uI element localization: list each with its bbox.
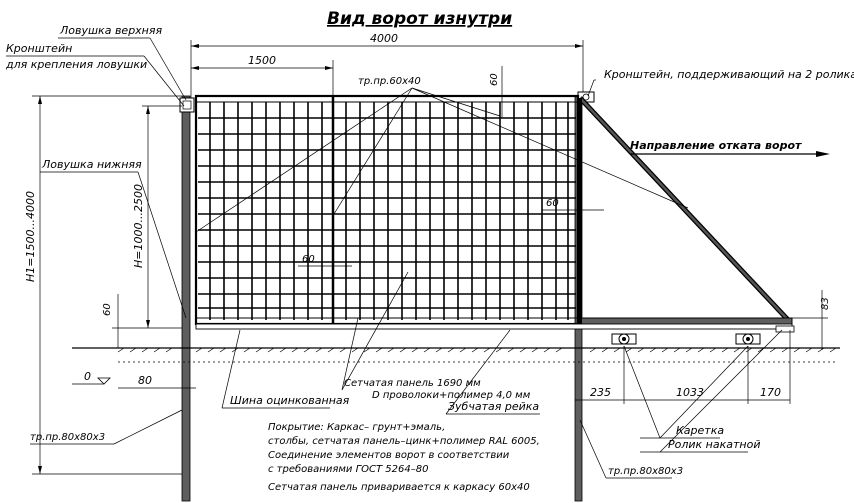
label-bracket-rollers: Кронштейн, поддерживающий на 2 ролика (604, 68, 854, 81)
note-line: столбы, сетчатая панель–цинк+полимер RAL… (268, 435, 540, 447)
label-mesh-1: Сетчатая панель 1690 мм (344, 378, 481, 389)
dim-83: 83 (792, 290, 831, 350)
dim-170-value: 170 (760, 386, 781, 399)
dim-post-80-value: 80 (138, 374, 152, 387)
dim-height-gate-value: H=1000...2500 (132, 184, 145, 268)
label-roller: Ролик накатной (668, 438, 760, 451)
dim-height-gate: H=1000...2500 (132, 105, 182, 328)
dim-total-width-value: 4000 (370, 32, 398, 45)
label-trap-lower: Ловушка нижняя (41, 158, 142, 171)
leaders (6, 37, 783, 479)
dim-left-60-value: 60 (102, 303, 113, 316)
label-profile-top: тр.пр.60х40 (358, 76, 421, 87)
dim-height-total-value: H1=1500...4000 (24, 191, 37, 282)
dim-83-value: 83 (820, 297, 831, 310)
dim-height-total: H1=1500...4000 (24, 95, 182, 475)
label-trap-upper: Ловушка верхняя (59, 24, 162, 37)
dim-235-value: 235 (590, 386, 611, 399)
gate-frame (194, 94, 580, 326)
dim-mid-60: 60 (298, 254, 352, 267)
dim-right-60: 60 (542, 198, 604, 211)
dim-section-width-value: 1500 (248, 54, 276, 67)
dim-ground-zero: 0 (72, 370, 111, 385)
label-post-left: тр.пр.80х80х3 (30, 432, 105, 443)
label-mesh-2: D проволоки+полимер 4,0 мм (372, 390, 531, 401)
notes: Покрытие: Каркас– грунт+эмаль, столбы, с… (268, 422, 540, 493)
dim-top-60: 60 (489, 66, 503, 118)
note-line: Сетчатая панель приваривается к каркасу … (268, 482, 530, 493)
dim-bottom-right: 235 1033 170 (575, 330, 791, 404)
dim-top-60-value: 60 (489, 73, 500, 86)
post-left (181, 95, 191, 502)
carriage-left (611, 333, 637, 345)
dim-right-60-value: 60 (546, 198, 559, 209)
label-bracket-trap-1: Кронштейн (6, 42, 72, 55)
roller-nakatnoy (775, 325, 795, 333)
dim-section-width: 1500 (191, 54, 334, 98)
mesh-panel (198, 102, 576, 320)
label-rail: Шина оцинкованная (230, 394, 350, 407)
dim-post-80: 80 (118, 374, 196, 389)
note-line: Соединение элементов ворот в соответстви… (268, 450, 510, 461)
carriage-right (735, 333, 761, 345)
counterweight-frame (577, 96, 793, 327)
label-carriage: Каретка (676, 424, 724, 437)
bottom-rail (195, 323, 793, 330)
label-post-right: тр.пр.80х80х3 (608, 466, 683, 477)
dim-total-width: 4000 (190, 32, 584, 98)
direction-arrow: Направление отката ворот (630, 139, 830, 157)
direction-label: Направление отката ворот (630, 139, 802, 152)
note-line: с требованиями ГОСТ 5264–80 (268, 463, 428, 475)
drawing-title: Вид ворот изнутри (327, 9, 512, 29)
ground (72, 347, 840, 363)
dim-1033-value: 1033 (676, 386, 704, 399)
label-gear-rack: Зубчатая рейка (448, 400, 539, 413)
note-line: Покрытие: Каркас– грунт+эмаль, (268, 422, 445, 433)
dim-ground-zero-value: 0 (84, 370, 91, 383)
label-bracket-trap-2: для крепления ловушки (5, 58, 147, 71)
dim-left-60: 60 (102, 294, 182, 348)
dim-mid-60-value: 60 (302, 254, 315, 265)
